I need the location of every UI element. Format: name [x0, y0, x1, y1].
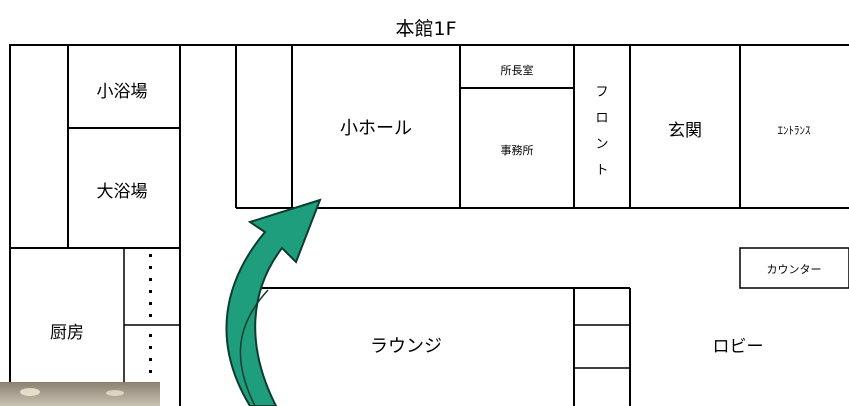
svg-text:ロ: ロ: [595, 111, 608, 126]
room-small-bath: 小浴場: [97, 82, 148, 102]
svg-text:ン: ン: [595, 137, 608, 152]
arrow-inner-fold: [239, 289, 269, 406]
floor-title: 本館1F: [395, 18, 456, 40]
room-genkan: 玄関: [668, 121, 702, 141]
counter-label: カウンター: [767, 263, 822, 276]
room-office: 事務所: [501, 143, 534, 157]
room-small-hall: 小ホール: [340, 118, 412, 139]
dotted-divider: [149, 254, 152, 373]
room-large-bath: 大浴場: [97, 182, 148, 202]
room-lobby: ロビー: [713, 337, 764, 357]
room-kitchen: 厨房: [50, 323, 84, 343]
interior-photo: [0, 382, 160, 406]
svg-text:フ: フ: [595, 85, 608, 100]
room-director: 所長室: [501, 63, 534, 77]
curved-arrow-icon: [225, 198, 322, 406]
room-front-desk: フ ロ ン ト: [595, 85, 608, 178]
walls: [9, 44, 849, 406]
room-entrance: ｴﾝﾄﾗﾝｽ: [778, 124, 811, 137]
room-lounge: ラウンジ: [370, 336, 442, 357]
svg-text:ト: ト: [595, 163, 608, 178]
